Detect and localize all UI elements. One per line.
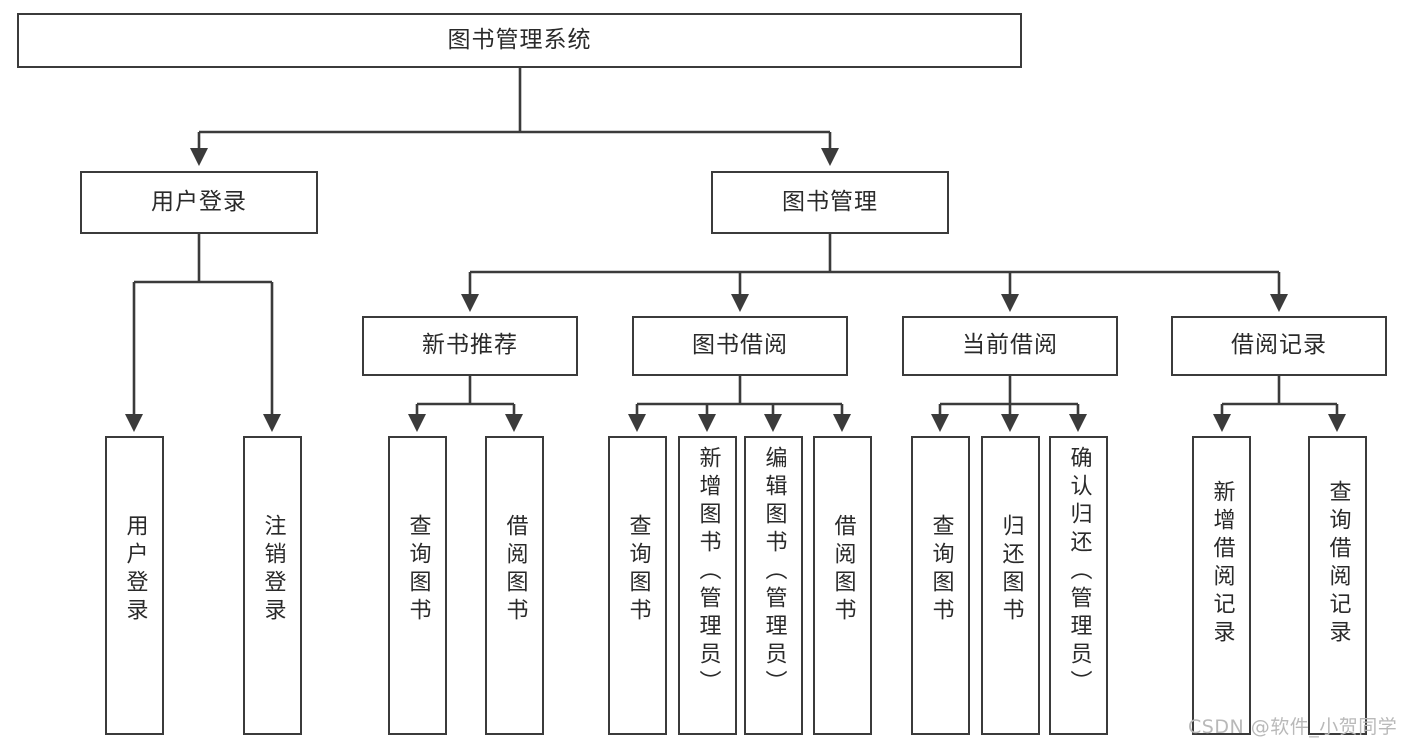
node-label: 借阅图书: [830, 514, 856, 626]
node-label: 编辑图书（管理员）: [761, 446, 787, 698]
node-label: 当前借阅: [962, 332, 1058, 359]
node-label: 用户登录: [151, 188, 247, 215]
node-leaf-borrow-book[interactable]: 借阅图书: [813, 436, 872, 735]
node-label: 查询借阅记录: [1325, 480, 1351, 648]
node-leaf-query-book-current[interactable]: 查询图书: [911, 436, 970, 735]
node-label: 用户登录: [122, 514, 148, 626]
node-leaf-borrow-book-recommend[interactable]: 借阅图书: [485, 436, 544, 735]
node-label: 注销登录: [260, 514, 286, 626]
node-label: 确认归还（管理员）: [1066, 446, 1092, 698]
node-leaf-edit-book-admin[interactable]: 编辑图书（管理员）: [744, 436, 803, 735]
node-leaf-query-book-borrow[interactable]: 查询图书: [608, 436, 667, 735]
node-leaf-confirm-return-admin[interactable]: 确认归还（管理员）: [1049, 436, 1108, 735]
node-label: 新书推荐: [422, 332, 518, 359]
node-label: 借阅图书: [502, 514, 528, 626]
node-leaf-query-borrow-record[interactable]: 查询借阅记录: [1308, 436, 1367, 735]
node-book-management[interactable]: 图书管理: [711, 171, 949, 234]
node-label: 查询图书: [928, 514, 954, 626]
node-label: 图书管理: [782, 188, 878, 215]
node-label: 查询图书: [625, 514, 651, 626]
node-new-book-recommendation[interactable]: 新书推荐: [362, 316, 578, 376]
node-leaf-query-book-recommend[interactable]: 查询图书: [388, 436, 447, 735]
node-user-login[interactable]: 用户登录: [80, 171, 318, 234]
node-label: 查询图书: [405, 514, 431, 626]
node-root-book-management-system[interactable]: 图书管理系统: [17, 13, 1022, 68]
node-label: 图书管理系统: [447, 26, 592, 53]
node-current-borrow[interactable]: 当前借阅: [902, 316, 1118, 376]
node-label: 归还图书: [998, 514, 1024, 626]
node-leaf-add-borrow-record[interactable]: 新增借阅记录: [1192, 436, 1251, 735]
node-label: 借阅记录: [1231, 332, 1327, 359]
node-label: 图书借阅: [692, 332, 788, 359]
node-leaf-user-login[interactable]: 用户登录: [105, 436, 164, 735]
csdn-watermark: CSDN @软件_小贺同学: [1188, 716, 1398, 738]
node-label: 新增图书（管理员）: [695, 446, 721, 698]
node-label: 新增借阅记录: [1209, 480, 1235, 648]
node-leaf-logout[interactable]: 注销登录: [243, 436, 302, 735]
node-book-borrow[interactable]: 图书借阅: [632, 316, 848, 376]
node-leaf-add-book-admin[interactable]: 新增图书（管理员）: [678, 436, 737, 735]
node-borrow-record[interactable]: 借阅记录: [1171, 316, 1387, 376]
node-leaf-return-book[interactable]: 归还图书: [981, 436, 1040, 735]
